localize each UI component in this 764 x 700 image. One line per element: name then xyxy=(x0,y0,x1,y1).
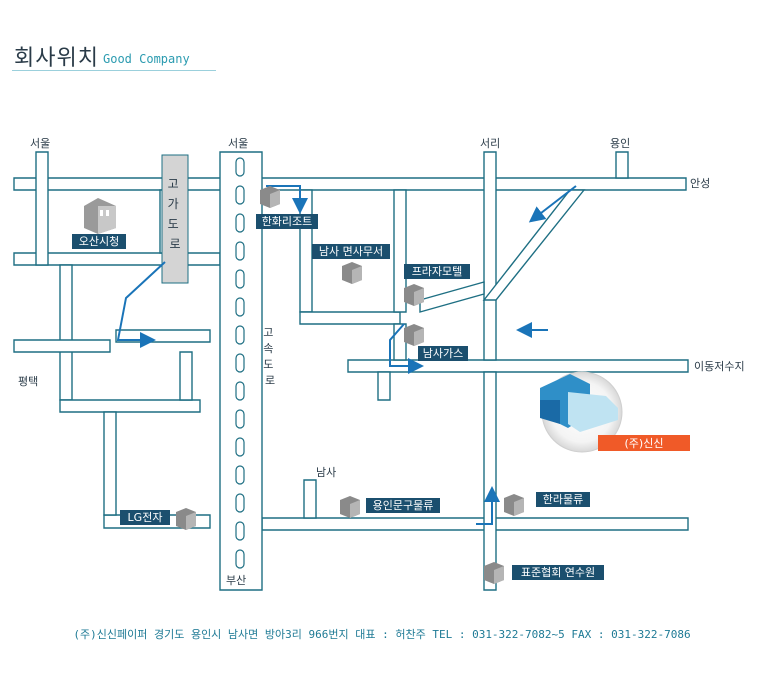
badge-osan-text: 오산시청 xyxy=(79,235,119,248)
place-seoul-left: 서울 xyxy=(30,137,50,150)
badge-lg-text: LG전자 xyxy=(128,511,163,524)
highway-label: 고 속 도 로 xyxy=(263,326,277,387)
badge-plaza: 프라자모텔 xyxy=(404,264,470,279)
elevated-road-label: 고 가 도 로 xyxy=(168,177,183,251)
badge-company-text: (주)신신 xyxy=(625,437,664,450)
building-icon-hanwha xyxy=(260,186,280,208)
elevated-road-char-1: 고 xyxy=(168,177,179,191)
badge-plaza-text: 프라자모텔 xyxy=(412,265,463,278)
place-pyeongtaek: 평택 xyxy=(18,375,38,388)
highway-char-4: 로 xyxy=(265,374,275,387)
badge-halla-text: 한라물류 xyxy=(543,493,583,506)
badge-lg: LG전자 xyxy=(120,510,170,525)
highway-char-1: 고 xyxy=(263,326,273,339)
elevated-road-char-2: 가 xyxy=(168,197,179,211)
page-subtitle: Good Company xyxy=(103,52,190,66)
highway-char-3: 도 xyxy=(263,358,273,371)
page-title: 회사위치 xyxy=(14,46,99,71)
highway-char-2: 속 xyxy=(263,342,273,355)
elevated-road-char-3: 도 xyxy=(168,217,179,231)
badge-standards-text: 표준협회 연수원 xyxy=(521,566,595,579)
badge-namsa-gas-text: 남사가스 xyxy=(423,347,463,360)
badge-namsa-office-text: 남사 면사무서 xyxy=(319,245,383,258)
place-namsa: 남사 xyxy=(316,466,336,479)
highway-lane-marks xyxy=(235,157,245,569)
badge-halla: 한라물류 xyxy=(536,492,590,507)
footer-contact: (주)신신페이퍼 경기도 용인시 남사면 방아3리 966번지 대표 : 허찬주… xyxy=(73,628,691,641)
building-icon-plaza xyxy=(404,284,424,306)
building-icon-halla xyxy=(504,494,524,516)
elevated-road-box xyxy=(161,154,189,284)
building-icon-namsa-office xyxy=(342,262,362,284)
badge-osan: 오산시청 xyxy=(72,234,126,249)
place-anseong: 안성 xyxy=(690,177,710,190)
badge-yongin-logistics-text: 용인문구물류 xyxy=(373,499,434,512)
elevated-road-char-4: 로 xyxy=(169,237,180,251)
building-icon-osan xyxy=(84,198,116,234)
badge-hanwha-text: 한화리조트 xyxy=(262,215,313,228)
building-icon-yongin-logistics xyxy=(340,496,360,518)
building-icons xyxy=(84,186,618,584)
badge-company: (주)신신 xyxy=(598,435,690,451)
badge-yongin-logistics: 용인문구물류 xyxy=(366,498,440,513)
place-seori: 서리 xyxy=(480,137,500,150)
building-icon-standards xyxy=(484,562,504,584)
route-arrows xyxy=(116,185,577,525)
badge-hanwha: 한화리조트 xyxy=(256,214,318,229)
place-badges: 오산시청 한화리조트 남사 면사무서 프라자모텔 남사가스 (주)신신 용인문구… xyxy=(72,214,690,580)
badge-standards: 표준협회 연수원 xyxy=(512,565,604,580)
building-icon-lg xyxy=(176,508,196,530)
title-underline xyxy=(12,70,216,71)
badge-namsa-office: 남사 면사무서 xyxy=(312,244,390,259)
vertical-road-labels: 고 가 도 로 고 속 도 로 xyxy=(168,177,277,387)
place-seoul-center: 서울 xyxy=(228,137,248,150)
badge-namsa-gas: 남사가스 xyxy=(418,346,468,361)
place-yongin: 용인 xyxy=(610,137,630,150)
company-building-icon xyxy=(540,374,618,432)
place-idong: 이동저수지 xyxy=(694,360,745,373)
place-busan: 부산 xyxy=(226,574,246,587)
building-icon-namsa-gas xyxy=(404,324,424,346)
